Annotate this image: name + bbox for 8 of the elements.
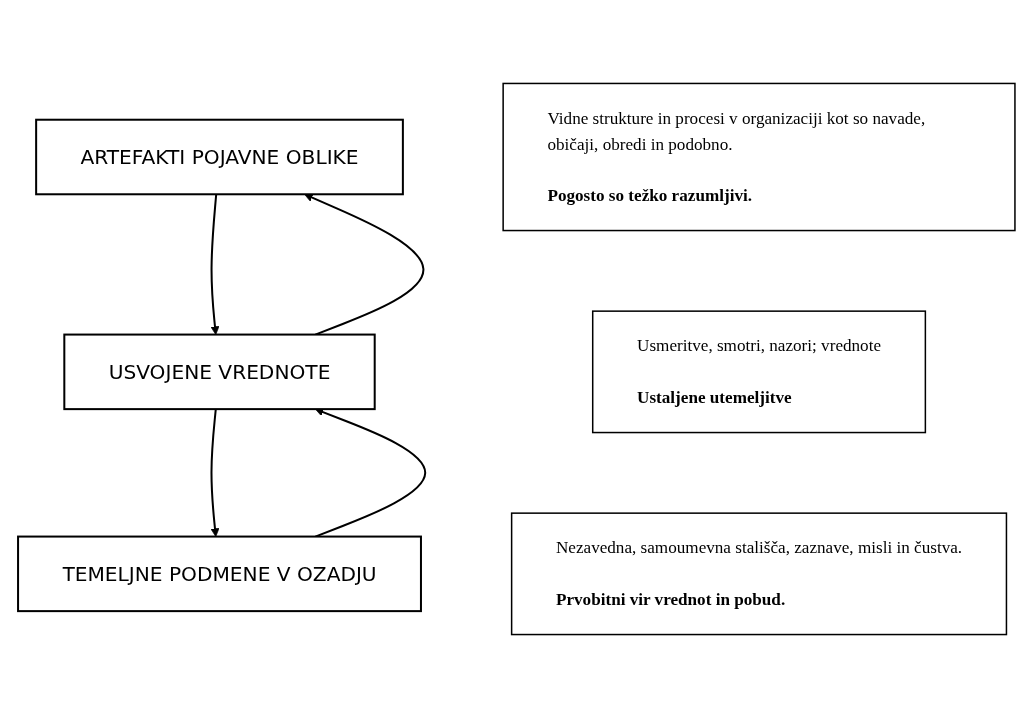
node-box: ARTEFAKTI POJAVNE OBLIKE — [35, 118, 404, 195]
node-box: Usmeritve, smotri, nazori; vrednote Ustaljene utemeljitve — [591, 309, 927, 433]
node-box: TEMELJNE PODMENE V OZADJU — [17, 535, 422, 612]
arrow — [210, 193, 220, 335]
node-box: Vidne strukture in procesi v organizaciji kot so navade, običaji, obredi in podobno. Pogosto so težko razumljivi. — [502, 82, 1016, 231]
node-box: USVOJENE VREDNOTE — [63, 333, 376, 410]
arrow — [210, 408, 220, 537]
node-box: Nezavedna, samoumevna stališča, zaznave, misli in čustva. Prvobitni vir vrednot in pobud. — [510, 511, 1008, 635]
